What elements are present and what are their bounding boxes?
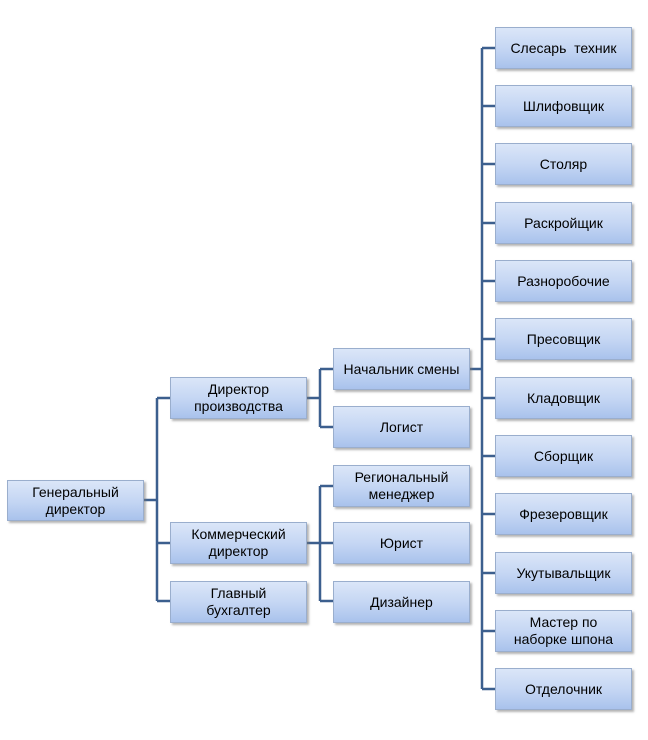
node-worker-veneer-master: Мастер по наборке шпона (495, 610, 632, 652)
node-general-director: Генеральный директор (7, 480, 144, 521)
node-worker-assembler: Сборщик (495, 435, 632, 477)
node-worker-carpenter: Столяр (495, 143, 632, 185)
node-worker-press-operator: Пресовщик (495, 318, 632, 360)
connector-shift-chief (470, 46, 495, 691)
node-worker-finisher: Отделочник (495, 668, 632, 710)
connector-ceo-trunk (144, 396, 170, 603)
node-worker-storekeeper: Кладовщик (495, 377, 632, 419)
node-worker-mechanic: Слесарь техник (495, 27, 632, 69)
node-shift-chief: Начальник смены (333, 348, 470, 390)
node-designer: Дизайнер (333, 581, 470, 623)
node-worker-general-laborers: Разноробочие (495, 260, 632, 302)
node-worker-milling-operator: Фрезеровщик (495, 493, 632, 535)
node-production-director: Директор производства (170, 377, 307, 419)
node-regional-manager: Региональный менеджер (333, 465, 470, 507)
node-logistician: Логист (333, 406, 470, 448)
node-worker-wrapper: Укутывальщик (495, 552, 632, 594)
node-worker-grinder: Шлифовщик (495, 85, 632, 127)
node-commercial-director: Коммерческий директор (170, 522, 307, 564)
node-chief-accountant: Главный бухгалтер (170, 581, 307, 623)
connector-commercial-director (307, 484, 333, 603)
node-lawyer: Юрист (333, 522, 470, 564)
connector-prod-director (307, 367, 333, 429)
node-worker-cutter: Раскройщик (495, 202, 632, 244)
